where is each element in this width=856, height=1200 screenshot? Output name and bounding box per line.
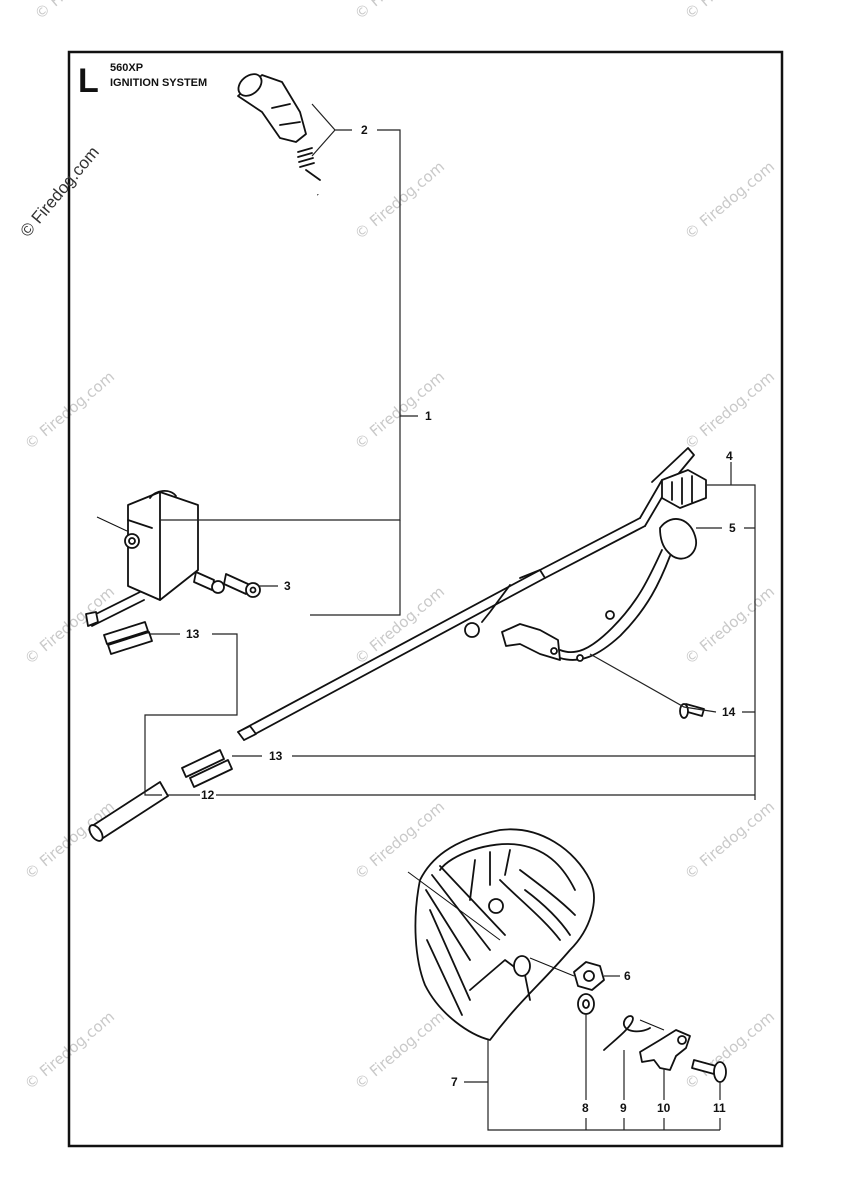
starter-pawl xyxy=(639,1029,691,1071)
callout-13-lower: 13 xyxy=(269,749,283,763)
callout-7: 7 xyxy=(451,1075,458,1089)
callout-11: 11 xyxy=(713,1101,726,1115)
watermark-text: © Firedog.com xyxy=(31,0,128,23)
pawl-spring xyxy=(603,1015,665,1051)
callout-12: 12 xyxy=(201,788,215,802)
watermark-text: © Firedog.com xyxy=(681,368,778,453)
spark-plug-spring xyxy=(297,147,321,181)
callout-5: 5 xyxy=(729,521,736,535)
watermark-text: © Firedog.com xyxy=(681,1008,778,1093)
watermark-text: © Firedog.com xyxy=(351,0,448,23)
ignition-coil xyxy=(85,193,383,627)
callout-14: 14 xyxy=(722,705,736,719)
callout-4: 4 xyxy=(726,449,733,463)
washer xyxy=(577,993,595,1015)
callout-3: 3 xyxy=(284,579,291,593)
callout-2: 2 xyxy=(361,123,368,137)
callout-1: 1 xyxy=(425,409,432,423)
screw-single xyxy=(679,703,705,719)
copyright-text: © Firedog.com xyxy=(17,143,103,241)
wiring-harness xyxy=(237,447,707,741)
screw-pair xyxy=(193,571,261,598)
section-letter: L xyxy=(78,62,99,100)
page-title: IGNITION SYSTEM xyxy=(110,77,207,89)
flywheel xyxy=(407,828,595,1041)
callout-8: 8 xyxy=(582,1101,589,1115)
watermark-text: © Firedog.com xyxy=(681,158,778,243)
ground-bracket xyxy=(501,518,697,662)
watermark-text: © Firedog.com xyxy=(681,798,778,883)
watermark-text: © Firedog.com xyxy=(681,0,778,23)
callout-9: 9 xyxy=(620,1101,627,1115)
watermark-text: © Firedog.com xyxy=(681,583,778,668)
tube-pair-upper xyxy=(103,621,153,655)
callout-6: 6 xyxy=(624,969,631,983)
leader-lines xyxy=(144,103,756,1131)
callout-13-upper: 13 xyxy=(186,627,200,641)
tube-pair-lower xyxy=(181,749,233,788)
long-tube xyxy=(88,781,169,842)
flywheel-nut xyxy=(529,957,605,991)
model-name: 560XP xyxy=(110,62,143,74)
diagram-frame xyxy=(67,50,784,1148)
watermark-text: © Firedog.com xyxy=(351,1008,448,1093)
callout-10: 10 xyxy=(657,1101,671,1115)
callout-labels: 1 2 3 4 5 6 7 8 9 10 11 12 13 13 14 xyxy=(186,123,736,1115)
spark-plug-cap xyxy=(237,73,307,143)
